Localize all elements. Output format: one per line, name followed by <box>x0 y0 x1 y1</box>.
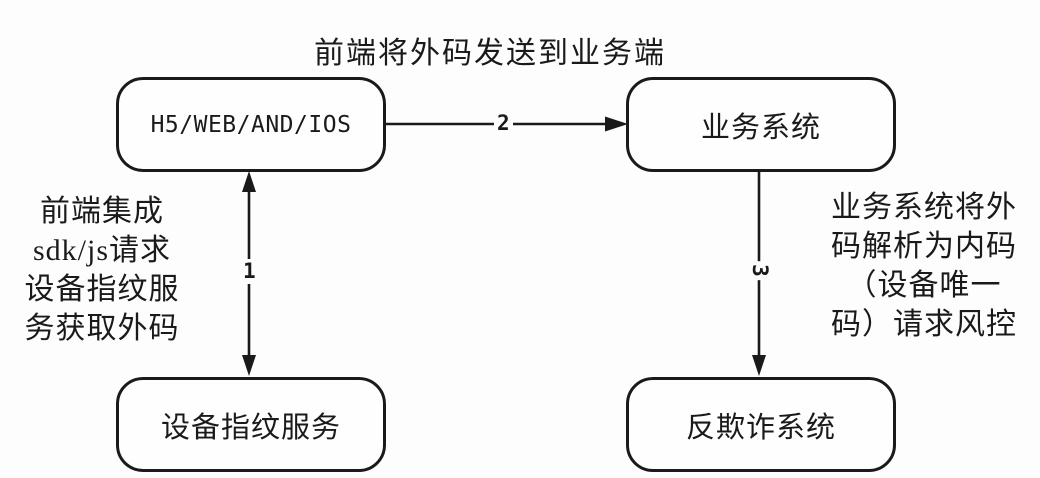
annotation-left: 前端集成 sdk/js请求 设备指纹服 务获取外码 <box>24 195 180 345</box>
node-fingerprint-label: 设备指纹服务 <box>160 411 341 444</box>
node-business-label: 业务系统 <box>700 111 821 144</box>
annotation-right: 业务系统将外 码解析为内码 （设备唯一 码）请求风控 <box>831 191 1017 341</box>
node-antifraud-label: 反欺诈系统 <box>685 411 836 444</box>
node-antifraud: 反欺诈系统 <box>626 377 896 472</box>
node-business: 业务系统 <box>626 77 896 172</box>
node-fingerprint: 设备指纹服务 <box>116 377 386 472</box>
node-frontend-label: H5/WEB/AND/IOS <box>150 111 352 138</box>
node-frontend: H5/WEB/AND/IOS <box>116 77 386 172</box>
edge-2-label: 2 <box>494 111 513 136</box>
diagram-title: 前端将外码发送到业务端 <box>314 37 666 70</box>
edge-3-label: 3 <box>746 261 772 280</box>
edge-1-arrowhead-up <box>242 171 256 192</box>
edge-1-arrowhead-down <box>242 355 256 376</box>
edge-3-arrowhead-down <box>752 355 766 376</box>
edge-2-arrowhead-right <box>605 116 628 132</box>
edge-1-label: 1 <box>240 259 259 284</box>
